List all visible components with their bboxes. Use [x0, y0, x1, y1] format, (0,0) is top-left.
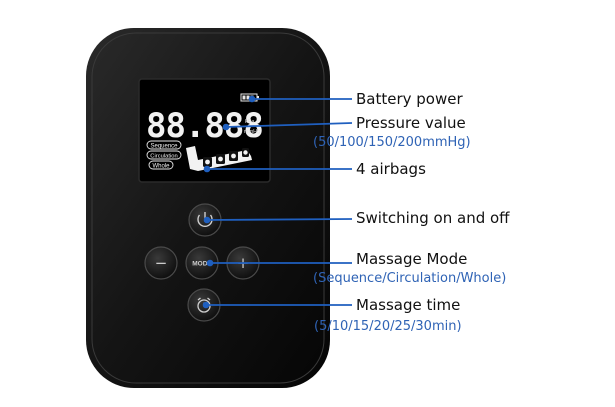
label-battery-power: Battery power	[356, 90, 463, 108]
label-pressure-value: Pressure value	[356, 114, 466, 132]
label-massage-time: Massage time	[356, 296, 461, 314]
mode-label-sequence: Sequence	[150, 144, 178, 150]
label-massage-mode: Massage Mode	[356, 250, 468, 268]
device-bezel	[91, 32, 325, 384]
mode-pill-whole	[148, 160, 174, 170]
label-airbags: 4 airbags	[356, 160, 426, 178]
leader-lines	[202, 95, 353, 309]
label-time-values: (5/10/15/20/25/30min)	[314, 319, 462, 334]
mode-label-circulation: Circulation	[150, 154, 177, 160]
label-power: Switching on and off	[356, 209, 510, 227]
unit-kpa: kPa	[245, 119, 255, 125]
mode-pill-sequence	[146, 140, 182, 150]
unit-mmhg: mmHg	[244, 129, 260, 135]
minus-button[interactable]: −	[144, 246, 178, 280]
label-mode-values: (Sequence/Circulation/Whole)	[313, 271, 507, 286]
mode-button-label: MODE	[192, 261, 212, 268]
leader-power	[206, 218, 353, 221]
label-pressure-values: (50/100/150/200mmHg)	[313, 135, 471, 150]
minus-icon: −	[155, 254, 168, 272]
leg-airbag-icon	[186, 146, 252, 171]
leader-pressure	[225, 122, 353, 128]
mode-pill-circulation	[146, 150, 182, 160]
mode-label-whole: Whole	[152, 164, 170, 170]
